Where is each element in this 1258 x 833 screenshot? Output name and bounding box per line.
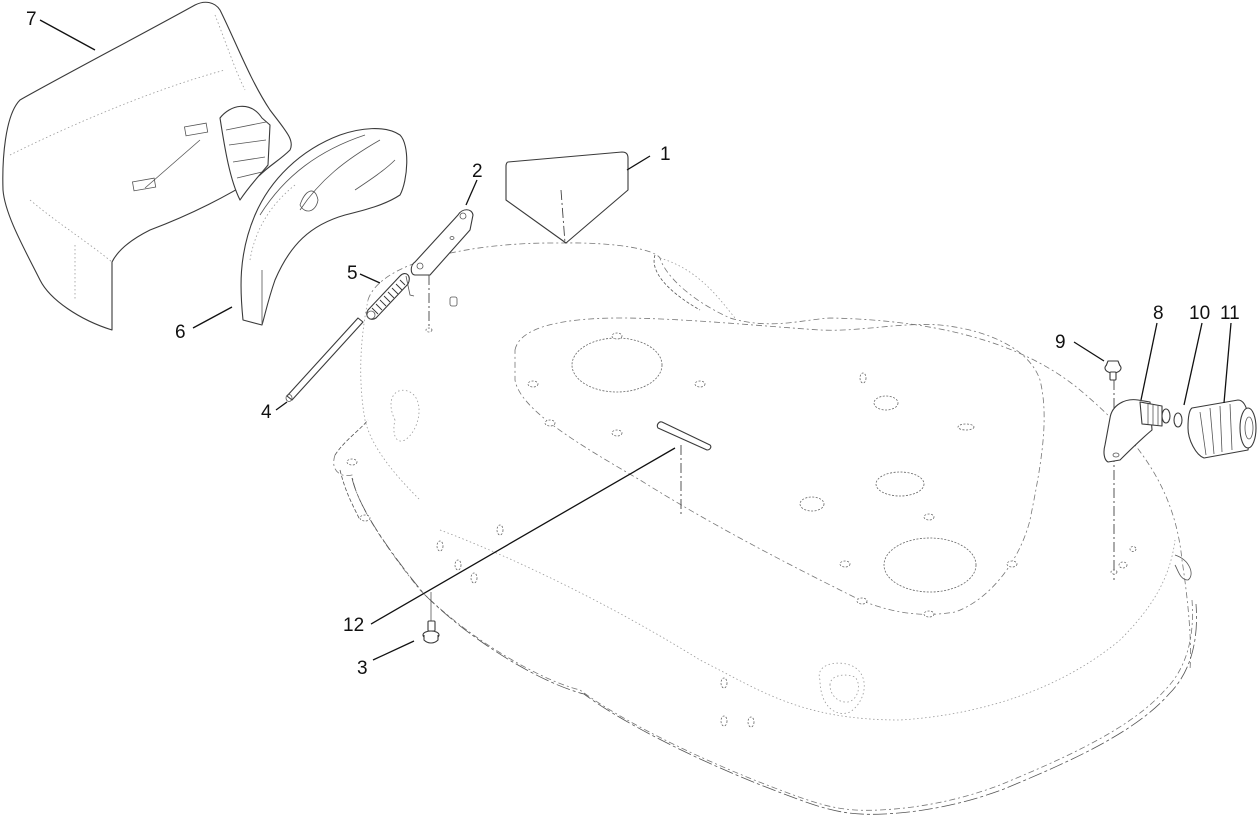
leader-5 xyxy=(359,273,381,284)
leader-2 xyxy=(465,179,478,206)
part-9-flange-bolt[interactable] xyxy=(1104,360,1122,580)
leader-4 xyxy=(275,401,288,411)
leader-9 xyxy=(1073,341,1105,362)
part-1-decal[interactable] xyxy=(505,151,629,244)
part-12-decal[interactable] xyxy=(656,421,712,515)
part-2-bracket[interactable] xyxy=(410,209,474,333)
leader-7 xyxy=(39,19,96,51)
callout-1: 1 xyxy=(660,144,671,165)
leader-8 xyxy=(1140,322,1158,401)
callout-12: 12 xyxy=(343,615,364,636)
part-8-washout-elbow[interactable] xyxy=(1103,399,1171,463)
callout-9: 9 xyxy=(1055,332,1066,353)
leader-1 xyxy=(626,155,651,171)
callout-6: 6 xyxy=(175,322,186,343)
part-11-hose-cap[interactable] xyxy=(1187,399,1257,459)
callout-labels: 1 2 3 4 5 6 7 8 9 10 11 12 xyxy=(26,9,1240,679)
part-5-extension-spring[interactable] xyxy=(366,273,415,320)
callout-leaders xyxy=(39,19,1232,661)
part-4-rod[interactable] xyxy=(285,317,364,402)
callout-11: 11 xyxy=(1220,303,1240,324)
callout-8: 8 xyxy=(1153,303,1164,324)
leader-12 xyxy=(370,447,676,625)
callout-5: 5 xyxy=(347,263,358,284)
callout-10: 10 xyxy=(1189,303,1210,324)
deck-bolt-holes xyxy=(346,332,1137,728)
part-10-o-ring[interactable] xyxy=(1173,412,1183,428)
callout-7: 7 xyxy=(26,9,37,30)
leader-10 xyxy=(1183,322,1203,406)
callout-3: 3 xyxy=(357,658,368,679)
part-7-chute-cover[interactable] xyxy=(2,1,292,331)
leader-11 xyxy=(1223,322,1232,404)
callout-4: 4 xyxy=(261,402,272,423)
leader-6 xyxy=(192,306,233,329)
part-6-discharge-deflector[interactable] xyxy=(240,128,408,326)
leader-3 xyxy=(372,640,415,661)
part-3-flange-bolt[interactable] xyxy=(422,592,440,644)
callout-2: 2 xyxy=(472,161,483,182)
mower-deck xyxy=(333,242,1197,815)
